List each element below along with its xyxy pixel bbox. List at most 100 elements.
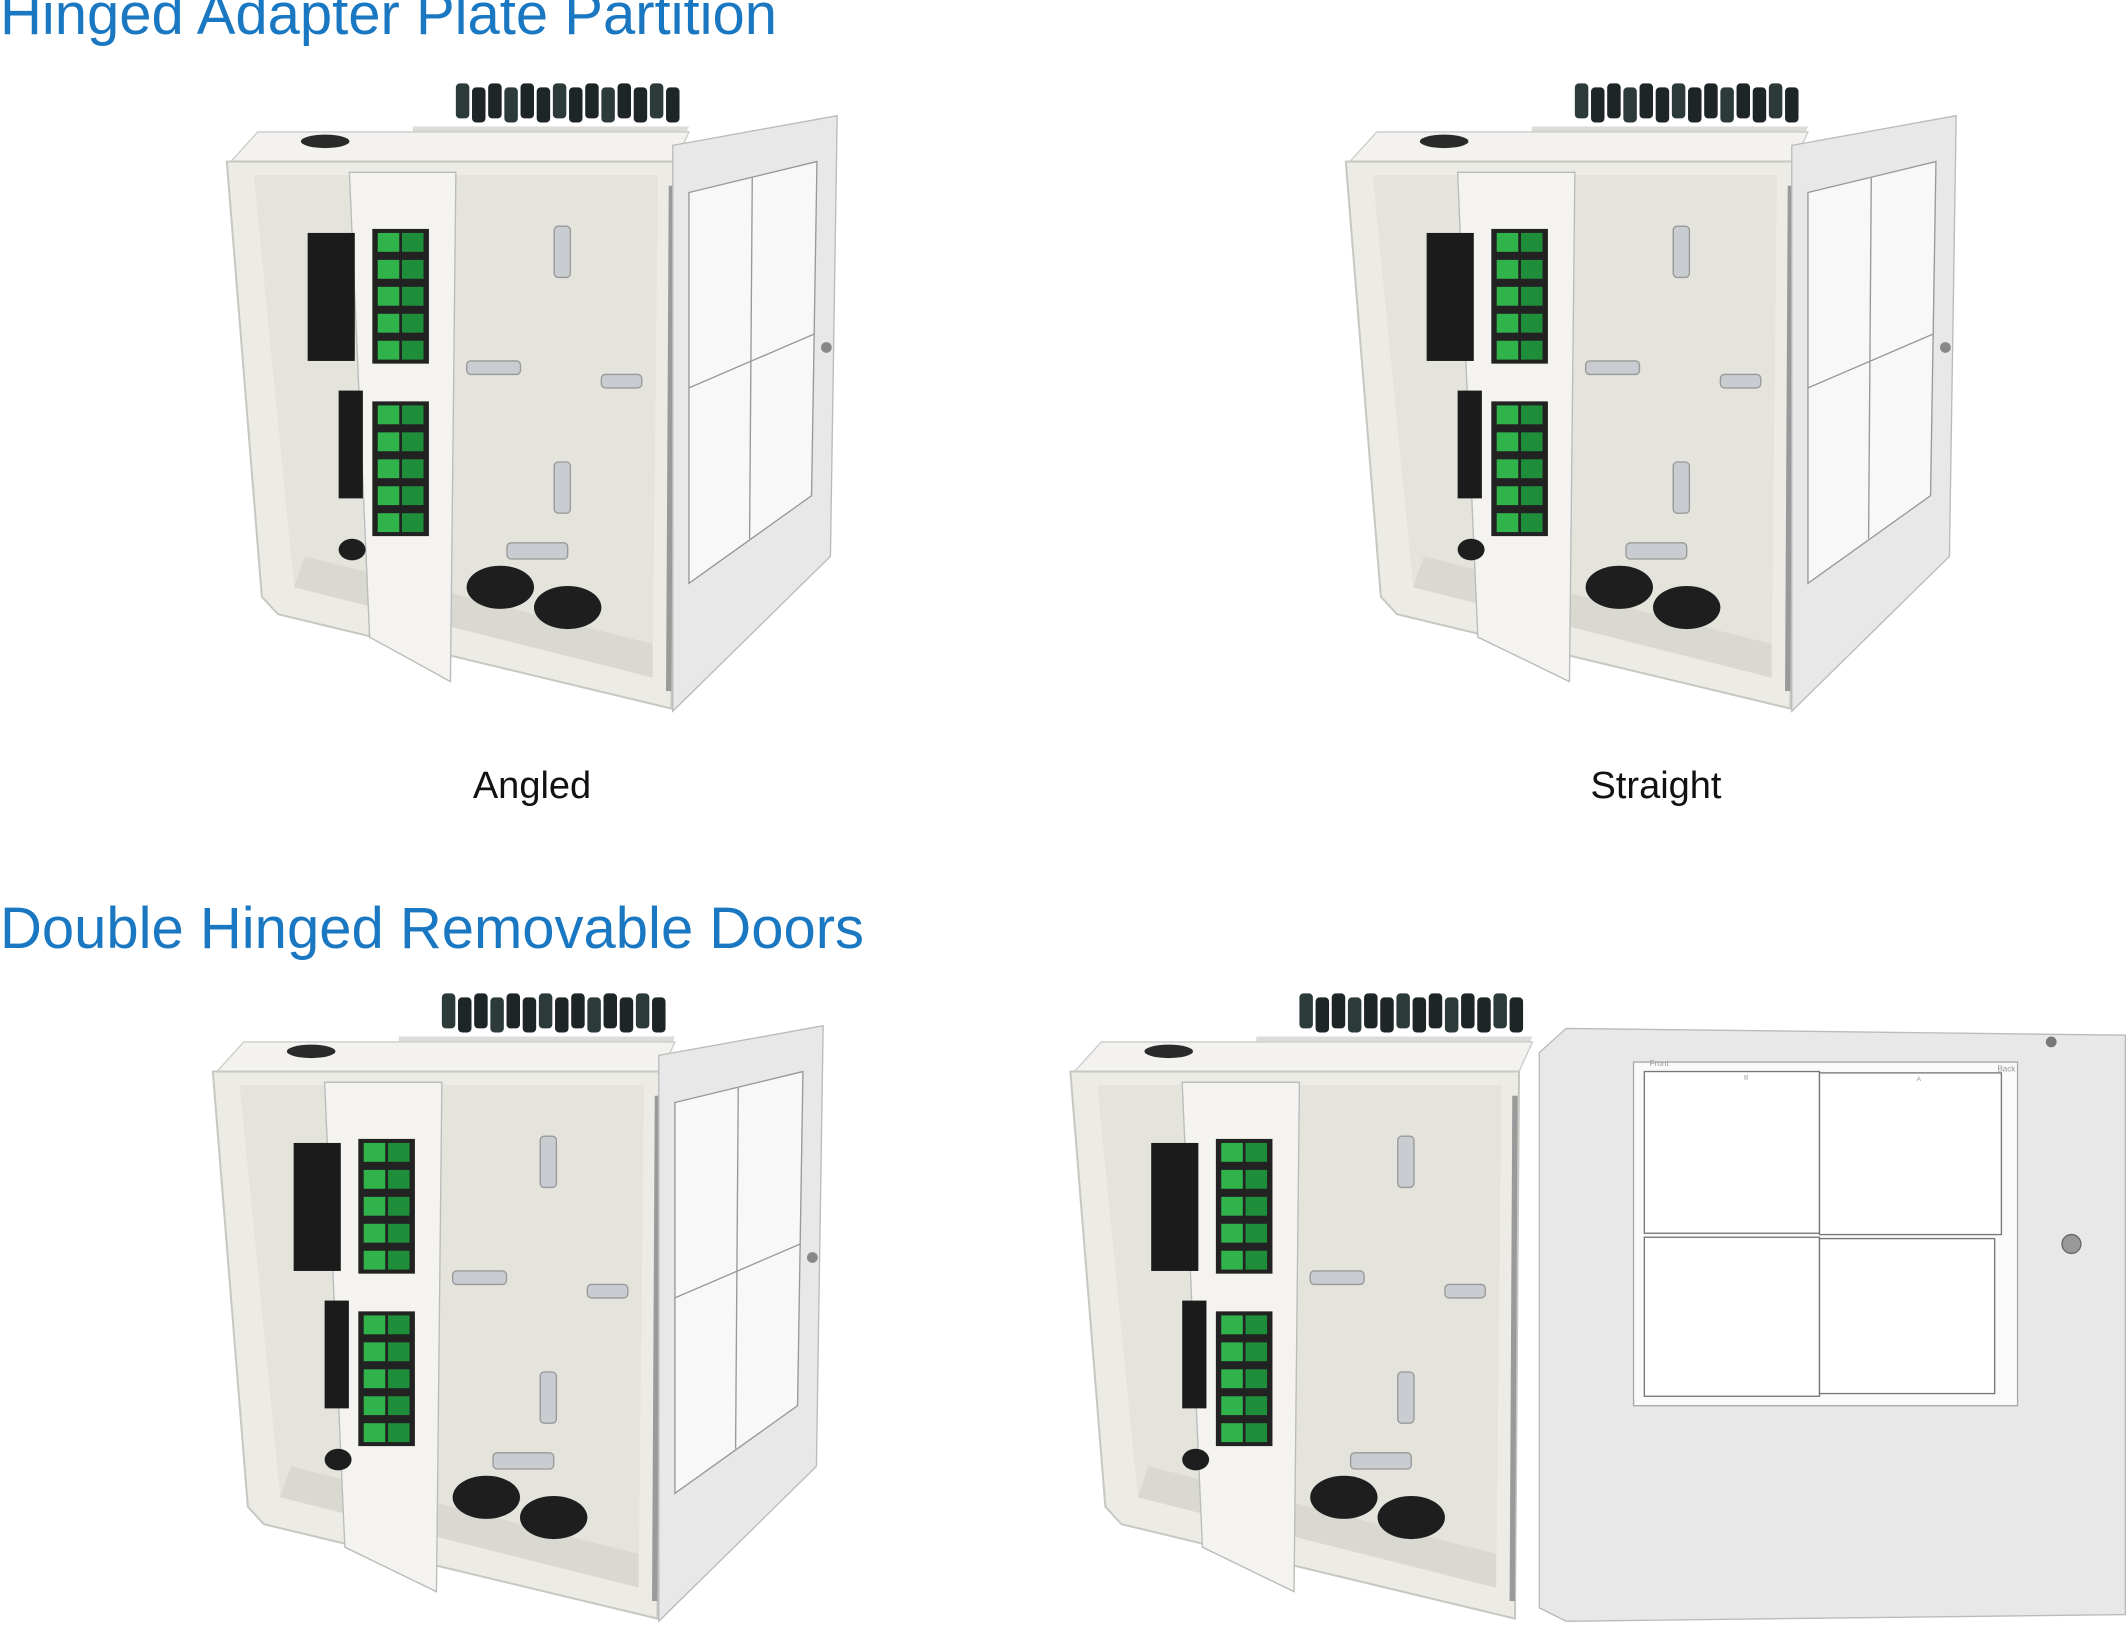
door-hinge: [666, 185, 675, 692]
sc-apc-adapter: [401, 286, 424, 306]
sc-apc-adapter: [401, 513, 424, 533]
sc-apc-adapter: [401, 405, 424, 425]
sc-apc-adapter: [1520, 232, 1543, 252]
top-connector: [649, 83, 664, 119]
cable-bracket: [553, 225, 572, 279]
enclosure-top: [1348, 131, 1809, 163]
sc-apc-adapter: [377, 340, 400, 360]
cable-bracket: [600, 373, 643, 389]
cable-grommet: [452, 1475, 520, 1519]
cable-bracket: [1309, 1270, 1365, 1286]
cable-bracket: [586, 1283, 629, 1299]
sc-apc-adapter: [1245, 1315, 1268, 1335]
sc-apc-adapter: [1221, 1396, 1243, 1416]
card-divider: [734, 1087, 739, 1449]
top-connector: [504, 87, 518, 123]
splitter-box: [307, 232, 355, 361]
sc-apc-adapter: [387, 1169, 410, 1189]
door-label-card: [674, 1070, 804, 1495]
section-title-double-hinged-removable-doors: Double Hinged Removable Doors: [0, 896, 865, 961]
section-title-hinged-adapter-plate-partition: Hinged Adapter Plate Partition: [0, 0, 778, 47]
sc-apc-adapter: [377, 513, 400, 533]
top-connector: [1412, 997, 1427, 1033]
splitter-box: [1457, 390, 1482, 499]
sc-apc-adapter: [1496, 259, 1519, 279]
caption-angled: Angled: [472, 765, 592, 807]
sc-apc-adapter: [363, 1223, 386, 1243]
top-connector: [488, 83, 502, 119]
cable-grommet: [324, 1448, 352, 1471]
top-connector: [1688, 87, 1702, 123]
door-label-card: [1807, 160, 1937, 585]
top-connector: [603, 993, 618, 1029]
sc-apc-adapter: [1496, 459, 1519, 479]
top-connector: [1347, 997, 1362, 1033]
sc-apc-adapter: [1245, 1342, 1268, 1362]
splitter-box: [293, 1142, 341, 1271]
top-connector: [1704, 83, 1718, 119]
cable-grommet: [1377, 1495, 1445, 1540]
top-connector: [1509, 997, 1524, 1033]
top-connector: [506, 993, 520, 1029]
sc-apc-adapter: [1245, 1396, 1268, 1416]
cable-bracket: [1444, 1283, 1487, 1299]
top-connector: [1639, 83, 1653, 119]
door-hinge: [1509, 1095, 1518, 1602]
top-connector: [1574, 83, 1589, 119]
cable-bracket: [539, 1371, 558, 1424]
sc-apc-adapter: [1496, 432, 1519, 452]
top-connector: [635, 993, 650, 1029]
top-connector: [571, 993, 585, 1029]
sc-apc-adapter: [1221, 1142, 1243, 1162]
top-connector: [1607, 83, 1621, 119]
sc-apc-adapter: [363, 1142, 386, 1162]
top-connector: [1623, 87, 1637, 123]
top-connector: [472, 87, 486, 123]
sc-apc-adapter: [387, 1196, 410, 1216]
sc-apc-adapter: [1520, 405, 1543, 425]
door-latch: [820, 342, 832, 353]
sc-apc-adapter: [387, 1396, 410, 1416]
top-connector: [441, 993, 456, 1029]
sc-apc-adapter: [1496, 486, 1519, 506]
top-connector: [522, 997, 537, 1033]
cable-bracket: [1349, 1452, 1412, 1470]
cable-bracket: [1625, 542, 1688, 560]
sc-apc-adapter: [1520, 340, 1543, 360]
sc-apc-adapter: [1221, 1342, 1243, 1362]
top-connector: [617, 83, 632, 119]
top-connector: [1380, 997, 1394, 1033]
cable-grommet: [1310, 1475, 1378, 1519]
cable-grommet: [1585, 565, 1653, 609]
sc-apc-adapter: [387, 1423, 410, 1443]
cable-grommet: [338, 538, 366, 561]
top-connector: [652, 997, 666, 1033]
sc-apc-adapter: [1245, 1223, 1268, 1243]
sc-apc-adapter: [377, 486, 400, 506]
card-cell: [1643, 1070, 1821, 1234]
top-connector: [552, 83, 567, 119]
top-connector: [1396, 993, 1410, 1029]
door-label-card: Front Back B A: [1650, 1059, 2017, 1083]
cable-port-top: [1144, 1044, 1193, 1059]
sc-apc-adapter: [1245, 1196, 1268, 1216]
top-connector: [1768, 83, 1783, 119]
sc-apc-adapter: [1496, 232, 1519, 252]
splitter-box: [324, 1300, 349, 1409]
top-connector: [1671, 83, 1686, 119]
sc-apc-adapter: [1520, 259, 1543, 279]
top-connector: [520, 83, 534, 119]
top-connector: [1720, 87, 1734, 123]
enclosure-photo-angled: [225, 83, 838, 713]
sc-apc-adapter: [1520, 486, 1543, 506]
top-connector: [587, 997, 601, 1033]
sc-apc-adapter: [363, 1369, 386, 1389]
sc-apc-adapter: [387, 1142, 410, 1162]
cable-bracket: [1584, 360, 1641, 376]
card-divider: [674, 1243, 801, 1299]
cable-bracket: [506, 542, 569, 560]
enclosure-top: [215, 1041, 676, 1073]
sc-apc-adapter: [1221, 1369, 1243, 1389]
top-connector: [1785, 87, 1799, 123]
cable-bracket: [451, 1270, 508, 1286]
